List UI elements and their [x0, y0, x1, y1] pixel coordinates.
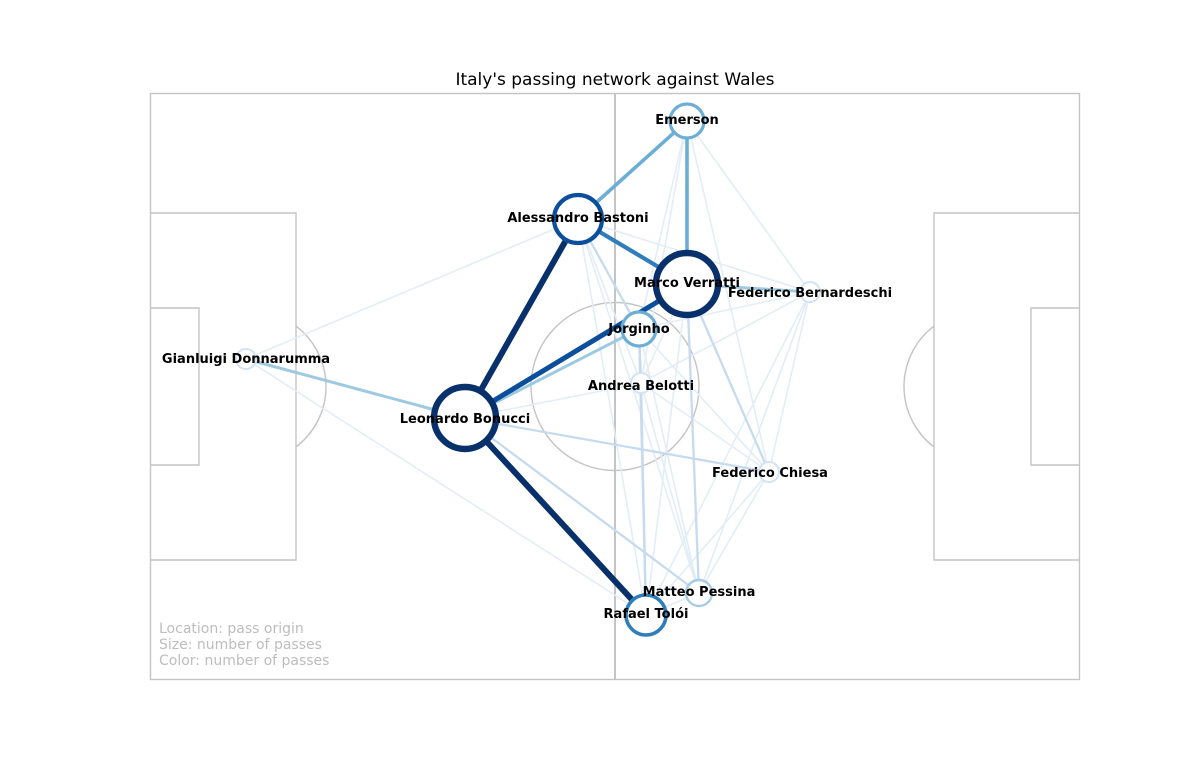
- player-label-pessina: Matteo Pessina: [643, 585, 756, 600]
- player-node-emerson: [668, 102, 706, 140]
- pass-link-belotti-chiesa: [640, 382, 770, 473]
- pass-link-bastoni-toloi: [577, 218, 647, 616]
- pass-link-chiesa-toloi: [645, 471, 770, 616]
- pass-link-verratti-pessina: [685, 282, 701, 595]
- note-size: Size: number of passes: [159, 637, 322, 653]
- player-node-toloi: [624, 593, 668, 637]
- player-label-jorginho: Jorginho: [607, 322, 669, 337]
- pass-link-jorginho-chiesa: [638, 328, 770, 473]
- pass-link-emerson-chiesa: [686, 120, 770, 473]
- note-color: Color: number of passes: [159, 653, 329, 669]
- right-six-yard-box: [1030, 307, 1080, 466]
- centre-circle: [530, 301, 700, 472]
- pass-link-bernardeschi-pessina: [698, 291, 811, 594]
- player-node-verratti: [652, 249, 722, 319]
- player-node-bonucci: [430, 383, 500, 453]
- pass-link-chiesa-pessina: [698, 471, 770, 594]
- player-node-jorginho: [620, 310, 658, 348]
- right-penalty-area: [933, 212, 1080, 561]
- player-label-belotti: Andrea Belotti: [588, 379, 694, 394]
- pass-link-jorginho-pessina: [638, 328, 700, 594]
- figure-title: Italy's passing network against Wales: [455, 70, 774, 90]
- pass-link-bernardeschi-toloi: [645, 291, 811, 616]
- left-penalty-area: [150, 212, 297, 561]
- pass-link-bastoni-pessina: [577, 218, 700, 594]
- pass-link-bonucci-chiesa: [463, 416, 771, 474]
- player-node-donnarumma: [235, 348, 257, 370]
- pass-link-bastoni-belotti: [577, 218, 642, 384]
- player-nodes: [235, 102, 821, 637]
- legend-notes: Location: pass origin Size: number of pa…: [159, 621, 329, 669]
- player-node-belotti: [630, 372, 652, 394]
- pass-link-bonucci-verratti: [462, 281, 690, 421]
- player-node-bernardeschi: [799, 281, 821, 303]
- pass-link-bonucci-bastoni: [462, 216, 581, 421]
- pass-link-bonucci-pessina: [463, 416, 701, 595]
- player-node-chiesa: [758, 461, 780, 483]
- player-label-chiesa: Federico Chiesa: [712, 466, 828, 481]
- note-location: Location: pass origin: [159, 621, 304, 637]
- player-label-bernardeschi: Federico Bernardeschi: [728, 286, 892, 301]
- player-label-donnarumma: Gianluigi Donnarumma: [162, 352, 330, 367]
- player-label-bastoni: Alessandro Bastoni: [507, 211, 648, 226]
- player-label-bonucci: Leonardo Bonucci: [400, 412, 530, 427]
- left-penalty-arc: [295, 325, 327, 448]
- pass-link-emerson-bernardeschi: [686, 120, 811, 293]
- pass-link-emerson-jorginho: [638, 120, 688, 330]
- pass-link-donnarumma-bonucci: [244, 357, 467, 420]
- pass-link-donnarumma-toloi: [245, 358, 647, 616]
- player-node-pessina: [684, 578, 714, 608]
- player-label-verratti: Marco Verratti: [634, 276, 740, 291]
- right-penalty-arc: [903, 325, 935, 448]
- player-label-toloi: Rafael Tolói: [604, 607, 689, 622]
- pass-link-bonucci-toloi: [462, 415, 649, 618]
- pass-link-bernardeschi-chiesa: [768, 291, 811, 473]
- left-six-yard-box: [150, 307, 200, 466]
- pass-link-donnarumma-bastoni: [245, 218, 579, 360]
- pass-link-belotti-bernardeschi: [640, 291, 811, 384]
- player-label-emerson: Emerson: [655, 113, 719, 128]
- pass-link-jorginho-bernardeschi: [638, 291, 811, 330]
- pass-links: [244, 119, 812, 618]
- pass-link-belotti-pessina: [640, 382, 700, 594]
- player-node-bastoni: [551, 192, 605, 246]
